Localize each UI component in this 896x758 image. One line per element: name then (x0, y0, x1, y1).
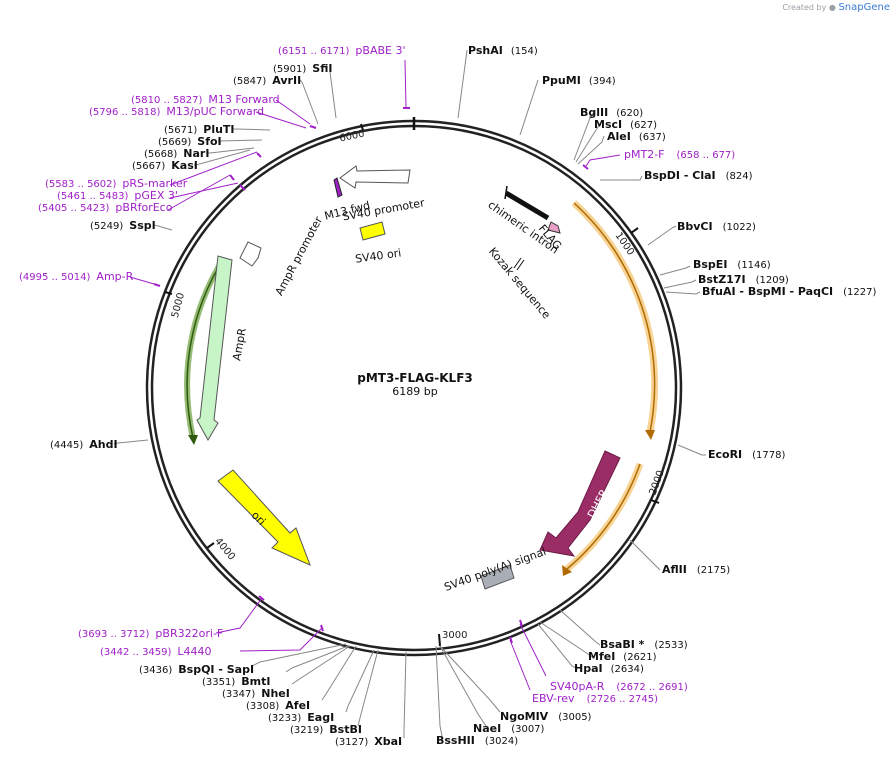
enzyme-nhei[interactable]: (3347)NheI (222, 687, 290, 700)
plasmid-length: 6189 bp (392, 385, 437, 398)
enzyme-avrii[interactable]: (5847)AvrII (233, 74, 301, 87)
enzyme-kasi[interactable]: (5667)KasI (132, 159, 198, 172)
sv40-ori-feature[interactable] (359, 221, 386, 241)
ampr-promoter-label: AmpR promoter (273, 214, 326, 298)
sv40-polya-label: SV40 poly(A) signal (442, 545, 547, 594)
enzyme-hpai[interactable]: HpaI(2634) (574, 662, 644, 675)
enzyme-bmti[interactable]: (3351)BmtI (202, 675, 270, 688)
enzyme-pluti[interactable]: (5671)PluTI (164, 123, 235, 136)
enzyme-bspqi-sapi[interactable]: (3436)BspQI - SapI (139, 663, 254, 676)
sv40-ori-label: SV40 ori (354, 246, 402, 265)
enzyme-bglii[interactable]: BglII(620) (580, 106, 643, 119)
enzyme-naei[interactable]: NaeI(3007) (473, 722, 545, 735)
orf-arc-1-line (573, 202, 656, 433)
ampr-promoter-feature[interactable] (239, 241, 262, 267)
ampr-label: AmpR (230, 327, 249, 362)
enzyme-pshai[interactable]: PshAI(154) (468, 44, 538, 57)
primer-m13-forward[interactable]: (5810 .. 5827)M13 Forward (131, 93, 280, 106)
brand-name: SnapGene (838, 2, 890, 13)
enzyme-bspdi-clai[interactable]: BspDI - ClaI(824) (644, 169, 753, 182)
enzyme-bsabi[interactable]: BsaBI *(2533) (600, 638, 688, 651)
kozak-label: Kozak sequence (486, 245, 553, 322)
enzyme-bstz17i[interactable]: BstZ17I(1209) (698, 273, 789, 286)
sv40-polya-feature[interactable] (480, 564, 515, 590)
tick-6000: 6000 (338, 128, 365, 144)
snapgene-logo-icon: ● (828, 3, 836, 12)
primer-leaders (129, 59, 621, 691)
enzyme-alei[interactable]: AleI(637) (607, 130, 666, 143)
enzyme-bbvci[interactable]: BbvCI(1022) (677, 220, 756, 233)
enzyme-sfoi[interactable]: (5669)SfoI (158, 135, 222, 148)
orf-arc-1-head (645, 430, 655, 440)
orf-arc-2-head (562, 565, 572, 576)
primer-amp-r[interactable]: (4995 .. 5014)Amp-R (19, 270, 134, 283)
primer-pbrforeco[interactable]: (5405 .. 5423)pBRforEco (38, 201, 173, 214)
enzyme-bfuai-bspmi-paqci[interactable]: BfuAI - BspMI - PaqCI(1227) (702, 285, 876, 298)
ampr-orf-arc-line (186, 257, 225, 439)
primer-prs-marker[interactable]: (5583 .. 5602)pRS-marker (45, 177, 188, 190)
plasmid-name: pMT3-FLAG-KLF3 (357, 371, 473, 385)
enzyme-bstbi[interactable]: (3219)BstBI (290, 723, 362, 736)
enzyme-bspei[interactable]: BspEI(1146) (693, 258, 771, 271)
enzyme-ecori[interactable]: EcoRI(1778) (708, 448, 786, 461)
enzyme-mfei[interactable]: MfeI(2621) (588, 650, 657, 663)
sv40-promoter-feature[interactable] (339, 165, 411, 189)
ori-feature[interactable] (217, 469, 311, 566)
m13-fwd-feature[interactable] (333, 177, 343, 198)
chimeric-intron-feature[interactable] (504, 190, 550, 221)
flag-feature[interactable] (547, 221, 561, 234)
snapgene-brand: Created by ● SnapGene (782, 2, 890, 13)
ampr-feature[interactable] (196, 255, 233, 442)
enzyme-sspi[interactable]: (5249)SspI (90, 219, 156, 232)
dhfr-feature[interactable] (539, 450, 621, 557)
primer-ebv-rev[interactable]: EBV-rev(2726 .. 2745) (532, 692, 658, 705)
enzyme-eagi[interactable]: (3233)EagI (268, 711, 334, 724)
enzyme-xbai[interactable]: (3127)XbaI (335, 735, 402, 748)
brand-prefix: Created by (782, 3, 827, 12)
enzyme-aflii[interactable]: AflII(2175) (662, 563, 730, 576)
enzyme-sfii[interactable]: (5901)SfiI (273, 62, 332, 75)
primer-l4440[interactable]: (3442 .. 3459)L4440 (100, 645, 212, 658)
primer-pbr322ori-f[interactable]: (3693 .. 3712)pBR322ori-F (78, 627, 223, 640)
tick-3000: 3000 (442, 630, 467, 641)
enzyme-nari[interactable]: (5668)NarI (144, 147, 209, 160)
enzyme-ppumi[interactable]: PpuMI(394) (542, 74, 616, 87)
primer-sv40pa-r[interactable]: SV40pA-R(2672 .. 2691) (550, 680, 688, 693)
orf-arc-2-line (566, 463, 641, 570)
primer-pmt2-f[interactable]: pMT2-F(658 .. 677) (624, 148, 735, 161)
enzyme-ahdi[interactable]: (4445)AhdI (50, 438, 118, 451)
enzyme-leaders (113, 49, 706, 738)
kozak-feature[interactable] (513, 257, 522, 269)
enzyme-afei[interactable]: (3308)AfeI (246, 699, 310, 712)
ampr-orf-arc-head (188, 435, 198, 445)
primer-m13-puc-forward[interactable]: (5796 .. 5818)M13/pUC Forward (89, 105, 264, 118)
enzyme-bsshii[interactable]: BssHII(3024) (436, 734, 518, 747)
chimeric-intron-end (504, 185, 508, 200)
primer-pgex-3[interactable]: (5461 .. 5483)pGEX 3' (57, 189, 178, 202)
enzyme-msci[interactable]: MscI(627) (594, 118, 657, 131)
tick-5000: 5000 (170, 292, 187, 319)
enzyme-ngomiv[interactable]: NgoMIV(3005) (500, 710, 592, 723)
primer-pbabe-3[interactable]: (6151 .. 6171)pBABE 3' (278, 44, 406, 57)
